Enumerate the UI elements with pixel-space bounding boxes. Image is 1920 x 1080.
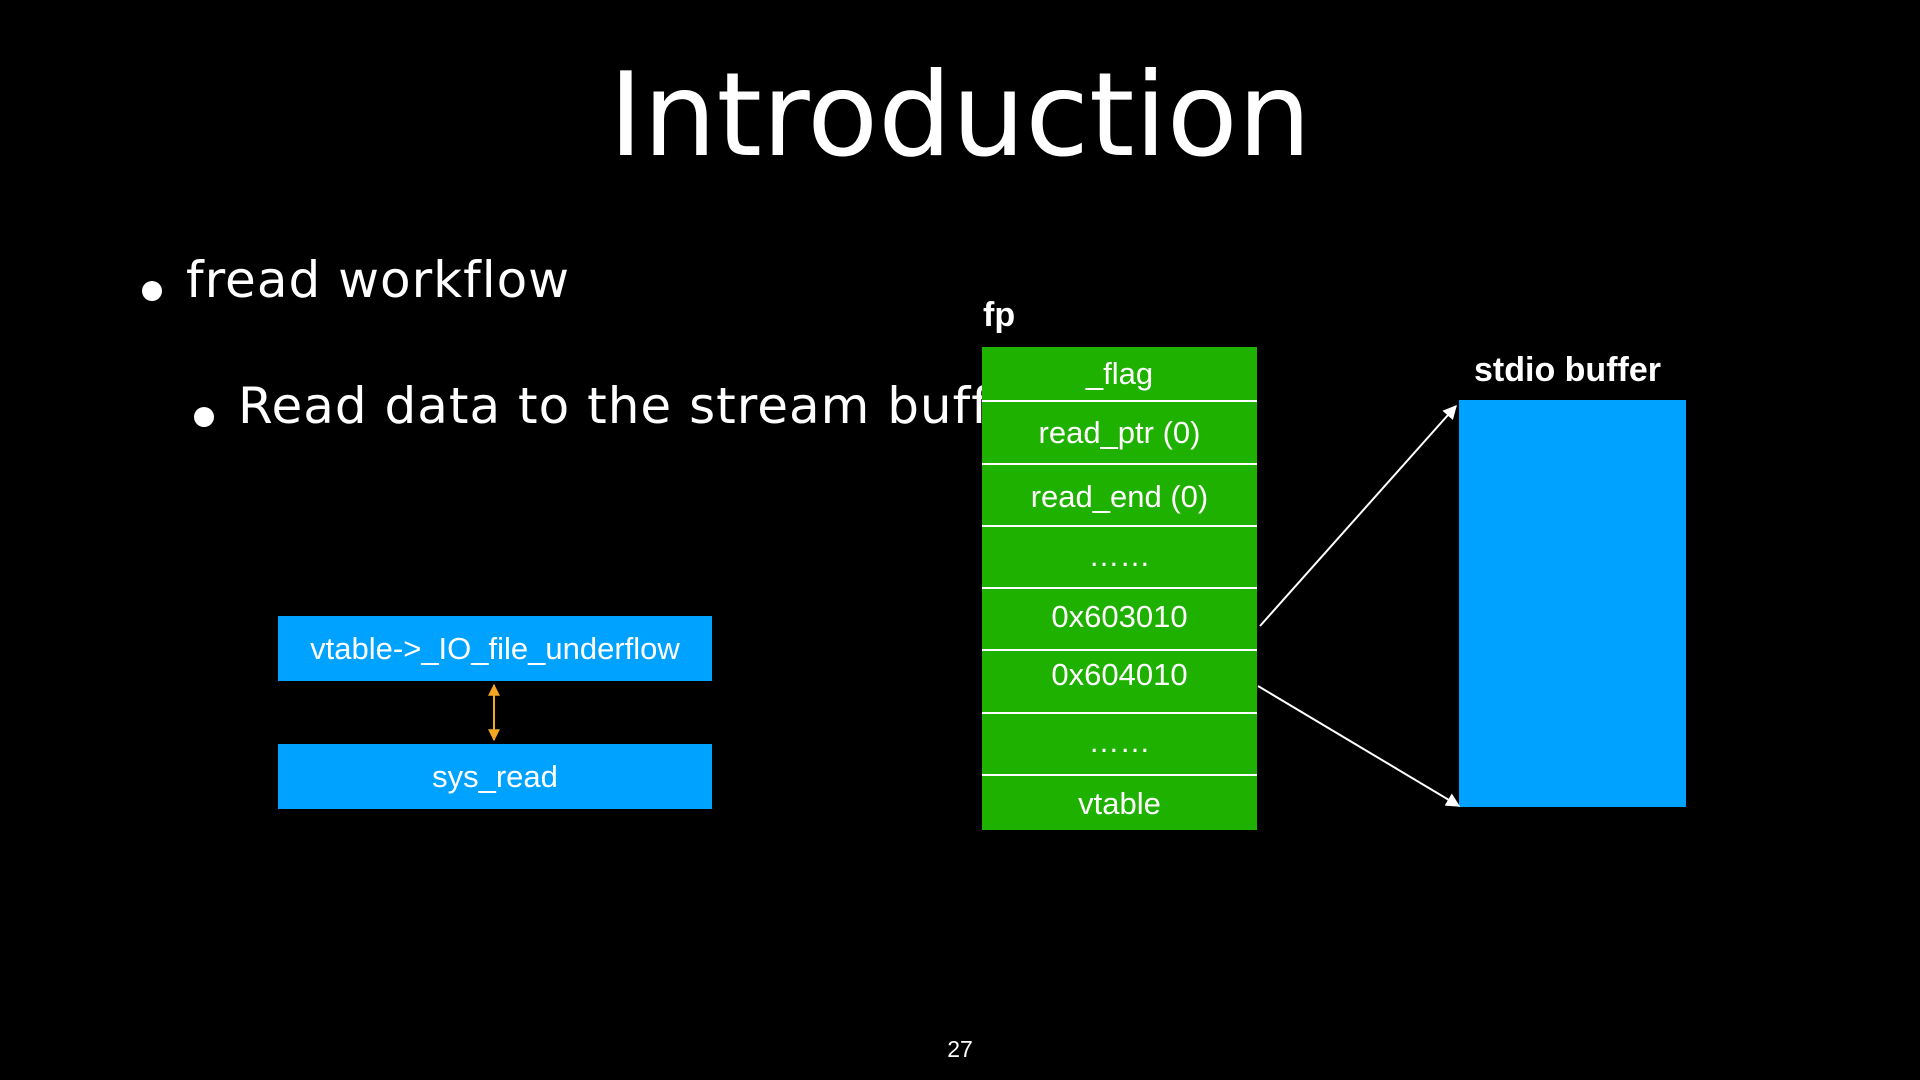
- fp-divider: [982, 525, 1257, 527]
- stdio-buffer-label: stdio buffer: [1474, 351, 1661, 389]
- fp-field-ellipsis: ……: [1088, 538, 1151, 573]
- bullet-dot-icon: [194, 406, 214, 427]
- fp-divider: [982, 649, 1257, 651]
- fp-field-read-ptr: read_ptr (0): [1038, 415, 1201, 450]
- fp-field-ellipsis: ……: [1088, 724, 1151, 759]
- bullet-text: fread workflow: [186, 251, 571, 309]
- slide-title: Introduction: [608, 48, 1312, 183]
- bullet-read-data: Read data to the stream buffer: [194, 376, 1043, 436]
- fp-label: fp: [983, 296, 1016, 334]
- fp-field-read-base: 0x603010: [1051, 599, 1188, 634]
- bullet-fread-workflow: fread workflow: [142, 250, 570, 310]
- fp-divider: [982, 463, 1257, 465]
- fp-field-buf-end: 0x604010: [1051, 657, 1188, 692]
- underflow-box: vtable->_IO_file_underflow: [278, 616, 712, 681]
- bullet-dot-icon: [142, 280, 162, 301]
- fp-divider: [982, 774, 1257, 776]
- buf-end-pointer-arrow: [1257, 685, 1461, 807]
- fp-struct-table: _flag read_ptr (0) read_end (0) …… 0x603…: [982, 347, 1257, 830]
- fp-field-vtable: vtable: [1078, 786, 1161, 821]
- fp-divider: [982, 587, 1257, 589]
- fp-field-flag: _flag: [1085, 356, 1154, 391]
- fp-divider: [982, 400, 1257, 402]
- fp-field-read-end: read_end (0): [1030, 479, 1209, 514]
- bullet-text: Read data to the stream buffer: [238, 377, 1044, 435]
- read-base-pointer-arrow: [1259, 404, 1457, 627]
- stdio-buffer-block: [1459, 400, 1686, 807]
- fp-divider: [982, 712, 1257, 714]
- sys-read-box: sys_read: [278, 744, 712, 809]
- page-number: 27: [947, 1036, 973, 1062]
